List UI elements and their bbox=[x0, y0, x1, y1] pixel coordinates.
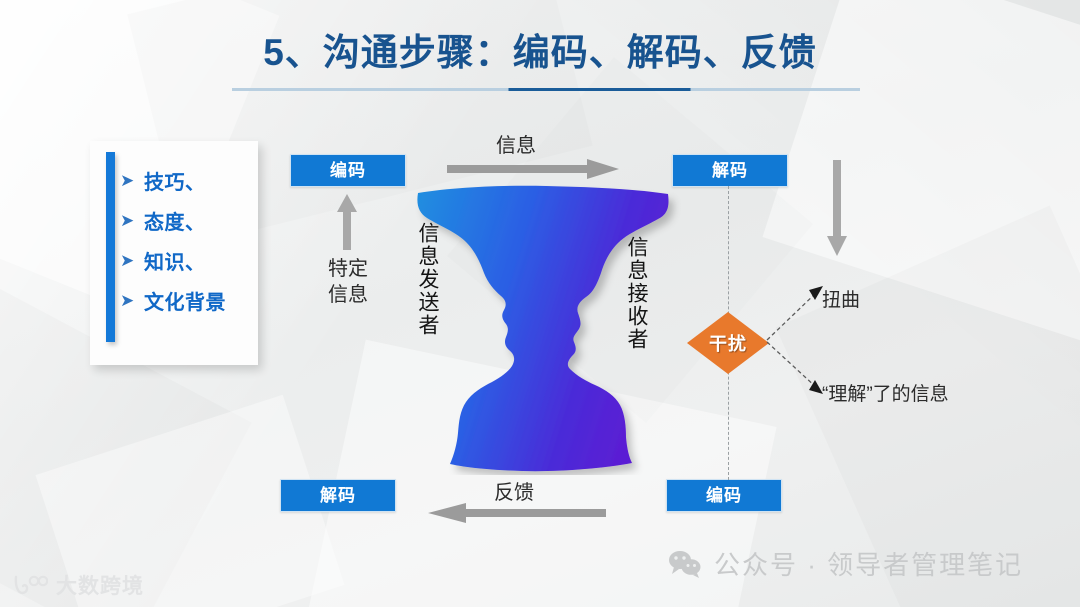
brand-watermark: 大数跨境 bbox=[12, 570, 144, 600]
skills-list: ➤ 技巧、 ➤ 态度、 ➤ 知识、 ➤ 文化背景 bbox=[120, 160, 270, 320]
arrow-down-icon bbox=[827, 160, 847, 256]
sender-label: 信息发送者 bbox=[416, 222, 439, 337]
list-item: ➤ 文化背景 bbox=[120, 280, 270, 320]
skill-label: 文化背景 bbox=[144, 291, 226, 314]
specific-info-line-1: 特定 bbox=[328, 258, 368, 280]
receiver-label: 信息接收者 bbox=[625, 236, 648, 351]
title-underline bbox=[232, 88, 860, 91]
specific-info-line-2: 信息 bbox=[328, 284, 368, 306]
process-box-encode-bottom-right[interactable]: 编码 bbox=[666, 479, 782, 512]
page-title: 5、沟通步骤：编码、解码、反馈 bbox=[263, 32, 817, 73]
list-item: ➤ 技巧、 bbox=[120, 160, 270, 200]
interference-branch-arrows bbox=[766, 286, 823, 394]
outcome-understood-label: “理解”了的信息 bbox=[822, 384, 949, 405]
arrow-left-icon bbox=[428, 503, 606, 523]
arrow-right-icon bbox=[447, 159, 619, 179]
chevron-right-icon: ➤ bbox=[120, 290, 135, 310]
skill-label: 知识、 bbox=[144, 251, 206, 274]
list-item: ➤ 态度、 bbox=[120, 200, 270, 240]
list-item: ➤ 知识、 bbox=[120, 240, 270, 280]
interference-label: 干扰 bbox=[709, 334, 747, 354]
specific-info-label: 特定 信息 bbox=[318, 256, 378, 308]
interference-diamond[interactable] bbox=[687, 312, 769, 374]
chevron-right-icon: ➤ bbox=[120, 250, 135, 270]
wechat-watermark: 公众号 · 领导者管理笔记 bbox=[668, 545, 1023, 582]
chevron-right-icon: ➤ bbox=[120, 210, 135, 230]
feedback-flow-label: 反馈 bbox=[494, 482, 534, 504]
skills-card-accent-bar bbox=[106, 152, 115, 342]
outcome-distortion-label: 扭曲 bbox=[822, 290, 861, 311]
chevron-right-icon: ➤ bbox=[120, 170, 135, 190]
wechat-icon bbox=[668, 550, 702, 578]
faces-vase-illustration bbox=[417, 185, 669, 472]
message-flow-label: 信息 bbox=[496, 135, 536, 157]
skill-label: 态度、 bbox=[144, 211, 206, 234]
arrow-up-icon bbox=[337, 194, 357, 250]
process-box-encode-top-left[interactable]: 编码 bbox=[290, 154, 406, 187]
skill-label: 技巧、 bbox=[144, 171, 206, 194]
brand-watermark-text: 大数跨境 bbox=[56, 575, 144, 598]
process-box-decode-top-right[interactable]: 解码 bbox=[672, 154, 788, 187]
skills-card bbox=[90, 141, 258, 365]
process-box-decode-bottom-left[interactable]: 解码 bbox=[280, 479, 396, 512]
wechat-watermark-text: 公众号 · 领导者管理笔记 bbox=[714, 550, 1024, 580]
brand-logo-icon bbox=[12, 573, 48, 597]
